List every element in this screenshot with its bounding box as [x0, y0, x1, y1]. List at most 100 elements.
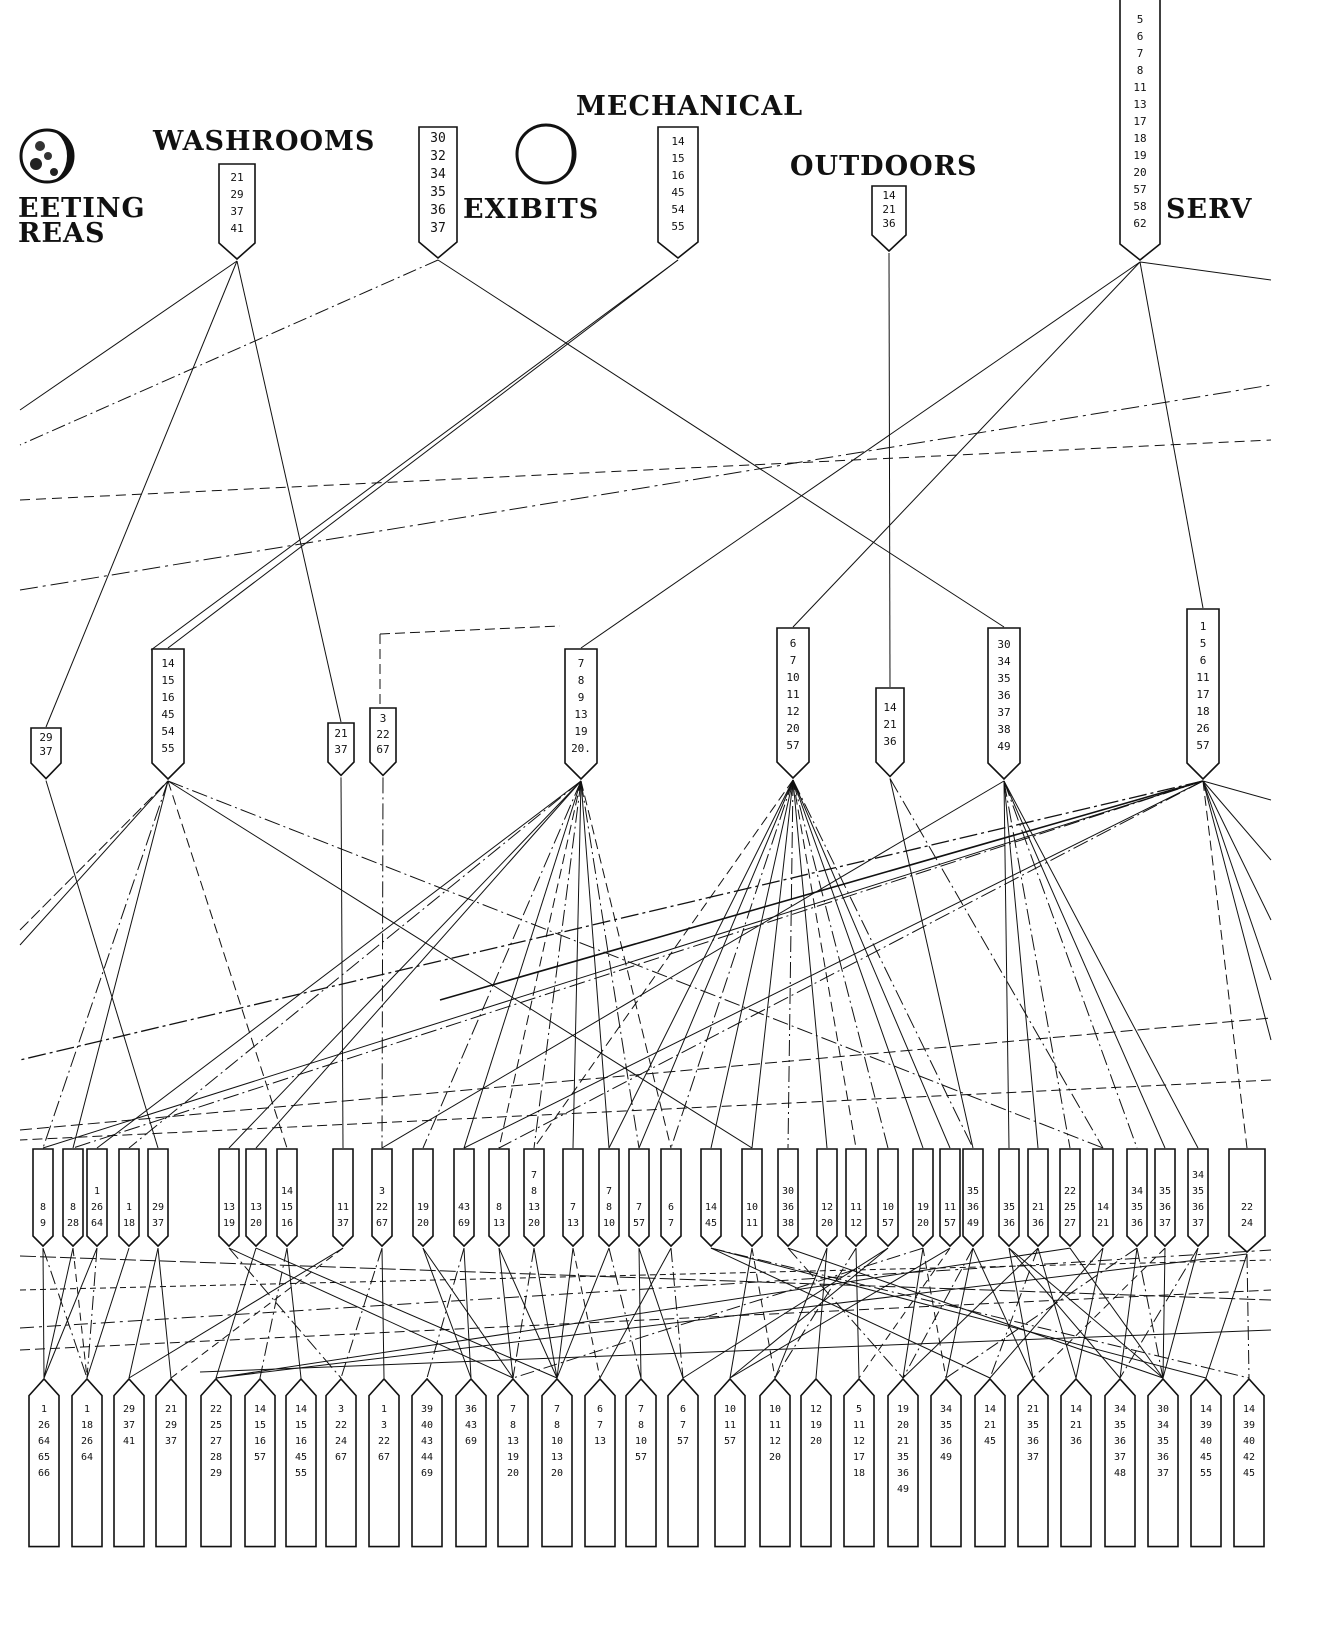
connection-line [580, 261, 1141, 649]
node-number: 13 [249, 1202, 263, 1213]
connection-line [215, 1247, 1071, 1379]
node-number: 21 [1031, 1202, 1045, 1213]
node-number: 36 [430, 203, 446, 218]
connection-line [167, 259, 679, 649]
node-outline [151, 648, 185, 781]
heading-washrooms: WASHROOMS [153, 126, 376, 157]
connection-line [889, 778, 974, 1149]
node-number: 13 [527, 1202, 541, 1213]
node-number: 35 [1002, 1202, 1016, 1213]
node-number: 8 [530, 1186, 538, 1197]
node-number: 19 [416, 1202, 430, 1213]
connection-line [1202, 780, 1272, 921]
connection-line [972, 1247, 1034, 1379]
node-number: 3 [337, 1403, 345, 1415]
node-number: 3 [378, 1186, 386, 1197]
node-number: 11 [723, 1419, 737, 1431]
node-outline [625, 1377, 657, 1548]
node-number: 14 [671, 135, 685, 148]
node-number: 49 [939, 1451, 953, 1463]
node-number: 18 [80, 1419, 94, 1431]
node-number: 10 [745, 1202, 759, 1213]
globe-icon [515, 123, 577, 185]
connection-line [128, 1247, 344, 1379]
node-number: 55 [671, 220, 685, 233]
node-number: 36 [882, 217, 896, 230]
node-number: 17 [1196, 687, 1210, 701]
node-number: 35 [1191, 1186, 1205, 1197]
node-number: 13 [593, 1435, 607, 1447]
node-number: 36 [464, 1403, 478, 1415]
node-outline [741, 1148, 763, 1248]
connection-line [710, 1247, 991, 1379]
connection-line [580, 780, 672, 1149]
node-number: 15 [161, 673, 175, 687]
node-number: 26 [1196, 721, 1210, 735]
node-number: 37 [230, 205, 244, 218]
connection-line [670, 1248, 684, 1379]
node-number: 38 [781, 1218, 795, 1229]
node-outline [877, 1148, 899, 1248]
node-number: 20 [768, 1451, 782, 1463]
connection-line [19, 384, 1272, 591]
node-number: 16 [294, 1435, 308, 1447]
node-number: 10 [602, 1218, 616, 1229]
connection-line [19, 780, 169, 946]
node-number: 19 [916, 1202, 930, 1213]
node-number: 10 [723, 1403, 737, 1415]
node-outline [276, 1148, 298, 1248]
node-outline [584, 1377, 616, 1548]
connection-line [1003, 780, 1166, 1149]
connection-line [228, 1247, 514, 1379]
node-number: 8 [69, 1202, 77, 1213]
node-number: 5 [855, 1403, 863, 1415]
node-number: 37 [1113, 1451, 1127, 1463]
node-number: 57 [253, 1451, 267, 1463]
connection-line [855, 1248, 860, 1379]
node-number: 35 [1130, 1202, 1144, 1213]
node-number: 37 [1158, 1218, 1172, 1229]
node-number: 20 [550, 1467, 564, 1479]
connection-line [902, 1248, 924, 1379]
node-number: 10 [768, 1403, 782, 1415]
connection-line [228, 780, 582, 1149]
node-outline [497, 1377, 529, 1548]
node-outline [714, 1377, 746, 1548]
connection-line [167, 780, 753, 1149]
connection-line [556, 1248, 574, 1379]
node-number: 48 [1113, 1467, 1127, 1479]
node-number: 22 [334, 1419, 348, 1431]
node-number: 64 [80, 1451, 94, 1463]
node-outline [845, 1148, 867, 1248]
node-number: 19 [222, 1218, 236, 1229]
connection-line [815, 1248, 828, 1379]
moon-icon [19, 128, 75, 184]
node-outline [118, 1148, 140, 1248]
node-outline [218, 163, 256, 261]
node-number: 1 [83, 1403, 91, 1415]
node-outline [1187, 1148, 1209, 1248]
